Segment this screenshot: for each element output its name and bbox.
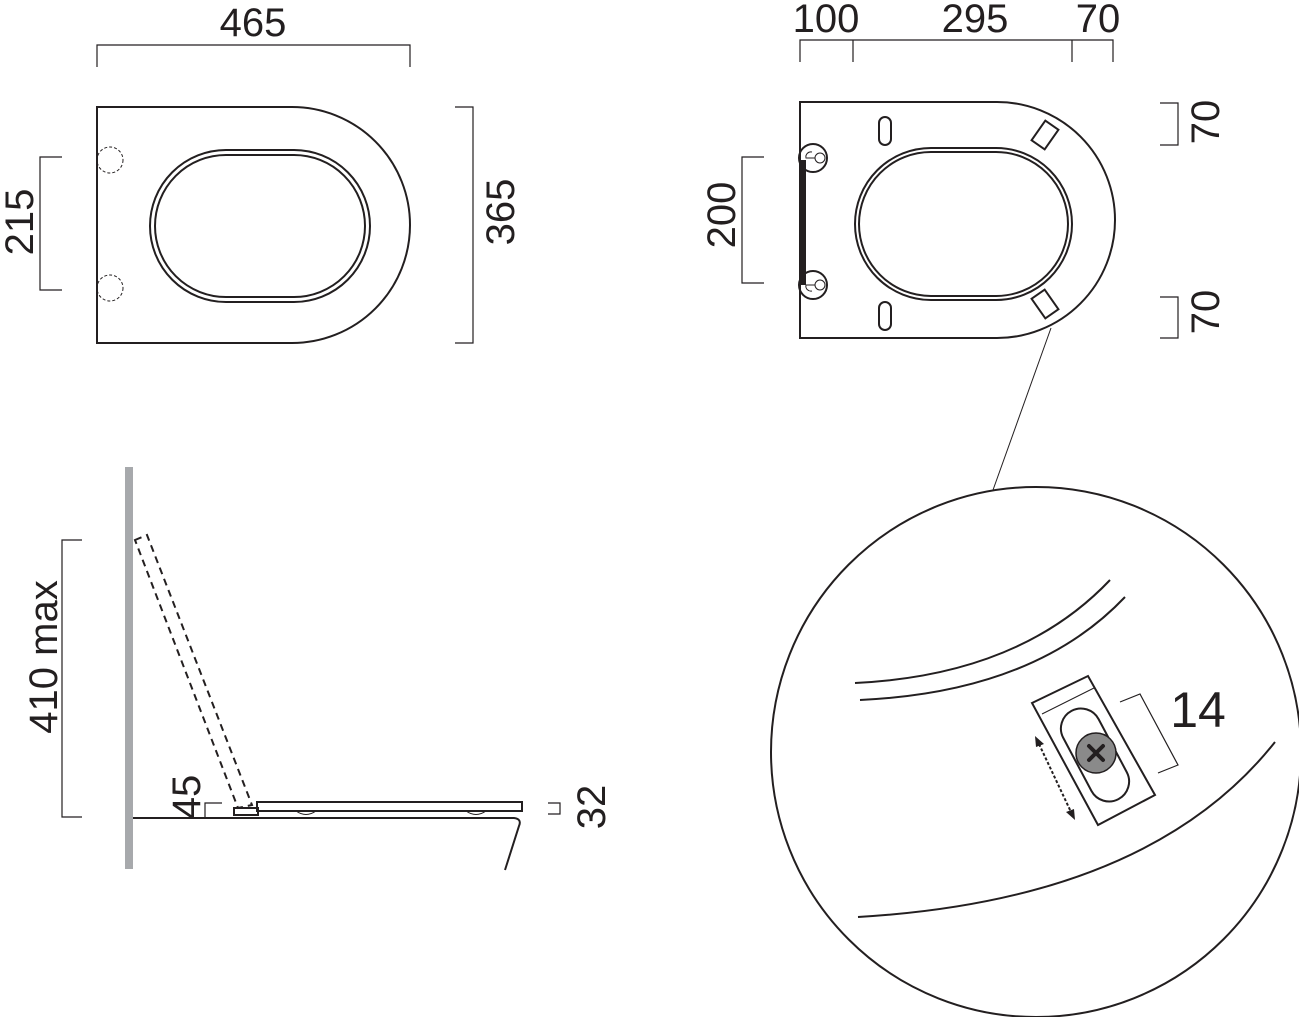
- seat-underside-outline: [799, 101, 1116, 339]
- height-label: 410 max: [22, 580, 66, 733]
- hinge-height-label: 45: [165, 775, 209, 820]
- seat-edge-curve-2: [859, 596, 1126, 701]
- opening-inner: [858, 151, 1069, 297]
- hinge-spacing-label: 215: [0, 189, 42, 256]
- seat-bumpers: [295, 810, 487, 815]
- bumper-pad-top: [1030, 119, 1060, 151]
- bumper-slot-top: [878, 116, 892, 146]
- dim-b-label: 295: [942, 0, 1009, 41]
- dim-a-label: 100: [793, 0, 860, 41]
- hinge-icon-top: [798, 143, 828, 173]
- seat-thickness-dimension-line: [548, 802, 561, 815]
- lid-open-position: [133, 533, 254, 810]
- bumper-pad-bottom: [1030, 288, 1060, 320]
- detail-circle: [770, 486, 1299, 1017]
- screw-icon: [1075, 732, 1117, 774]
- top-view: 465 215 365: [0, 1, 523, 344]
- seat-opening-inner: [154, 154, 366, 298]
- opening-outer: [854, 147, 1073, 301]
- seat-opening-outer: [149, 149, 371, 303]
- detail-view: 14: [770, 486, 1299, 1017]
- seat-edge-curve-1: [854, 579, 1111, 684]
- hinge-spacing-dimension-line: [39, 156, 62, 291]
- slot-dimension-line: [1119, 693, 1179, 774]
- side-view: 410 max 45 32: [22, 467, 614, 871]
- bowl-outline: [133, 817, 521, 871]
- depth-label: 365: [479, 179, 523, 246]
- bumper-top-label: 70: [1184, 100, 1228, 145]
- height-dimension-line: [61, 539, 82, 818]
- seat-closed: [256, 801, 523, 812]
- hinge-height-dimension-line: [204, 802, 222, 818]
- hinge-plate: [800, 160, 806, 285]
- dim-c-label: 70: [1076, 0, 1121, 41]
- adjustment-arrow-icon: [1035, 736, 1075, 820]
- seat-edge-curve-3: [857, 741, 1276, 918]
- bottom-view: 100 295 70 200 70 70: [700, 0, 1228, 491]
- bumper-top-dimension-line: [1160, 102, 1179, 146]
- hinge-spacing-label: 200: [700, 182, 744, 249]
- seat-thickness-label: 32: [570, 785, 614, 830]
- hinge-icon-bottom: [798, 270, 828, 300]
- hinge-block: [233, 807, 259, 816]
- seat-outline: [96, 106, 411, 344]
- hinge-spacing-dimension-line: [741, 156, 764, 284]
- bumper-housing: [1030, 674, 1157, 827]
- slot-label: 14: [1170, 682, 1226, 738]
- bumper-slot-bottom: [878, 301, 892, 331]
- bumper-bottom-label: 70: [1184, 290, 1228, 335]
- bumper-bottom-dimension-line: [1160, 296, 1179, 339]
- width-dimension-line: [96, 44, 411, 67]
- depth-dimension-line: [455, 106, 474, 344]
- wall: [125, 467, 133, 869]
- detail-leader-line: [992, 327, 1052, 491]
- top-dimension-line: [799, 39, 1114, 62]
- width-label: 465: [220, 1, 287, 45]
- hinge-icon-top: [96, 146, 124, 174]
- hinge-icon-bottom: [96, 274, 124, 302]
